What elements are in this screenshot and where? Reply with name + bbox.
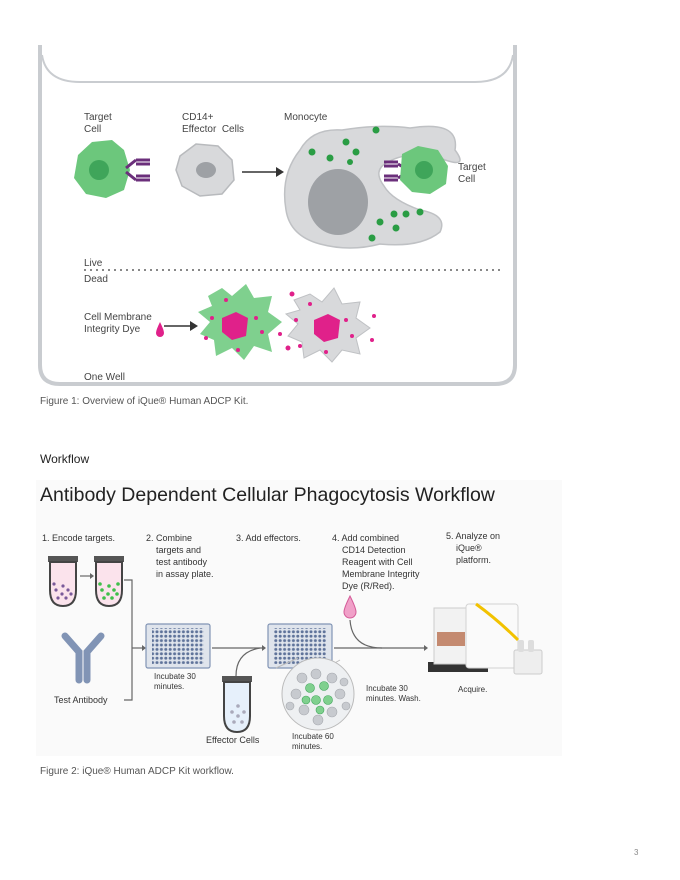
label-target-cell-right: Target Cell: [458, 162, 486, 185]
label-target-cell: Target Cell: [84, 112, 112, 135]
figure1: Target Cell CD14+ Effector Cells Monocyt…: [0, 0, 680, 420]
label-one-well: One Well: [84, 372, 125, 383]
note-incubate-60: Incubate 60 minutes.: [292, 732, 334, 751]
label-live: Live: [84, 258, 103, 269]
reagent-drop-icon: [343, 594, 357, 619]
figure2: Antibody Dependent Cellular Phagocytosis…: [36, 480, 562, 756]
label-effector-cells: CD14+ Effector Cells: [182, 112, 245, 135]
label-dead: Dead: [84, 274, 108, 285]
figure1-diagram: [38, 45, 517, 386]
well-outline: [38, 45, 517, 386]
well-zoom-circle: [275, 657, 355, 731]
arrow-to-instrument: [334, 645, 428, 651]
arrow-to-plate2: [212, 645, 266, 651]
arrow-to-dead-cell: [164, 321, 198, 331]
step-1: 1. Encode targets.: [42, 533, 116, 543]
step-4: 4. Add combined CD14 Detection Reagent w…: [332, 533, 420, 591]
step-5: 5. Analyze on iQue® platform.: [446, 531, 501, 565]
label-dye: Cell Membrane Integrity Dye: [84, 312, 152, 335]
step-3: 3. Add effectors.: [236, 533, 301, 543]
figure2-diagram: [48, 556, 543, 734]
figure2-caption: Figure 2: iQue® Human ADCP Kit workflow.: [40, 766, 234, 777]
figure1-caption: Figure 1: Overview of iQue® Human ADCP K…: [40, 396, 249, 407]
dead-cell-gray: [284, 287, 371, 363]
monocyte-green-dots: [308, 126, 424, 242]
tube-green: [94, 556, 124, 608]
page-number: 3: [634, 848, 639, 857]
effector-tube: [222, 676, 252, 734]
effector-cell: [175, 143, 235, 197]
dead-cell-green: [198, 284, 282, 360]
note-effector-cells: Effector Cells: [206, 735, 260, 745]
target-cell-left: [74, 140, 130, 198]
note-test-antibody: Test Antibody: [54, 695, 108, 705]
dye-drop-icon: [156, 322, 164, 337]
well-meniscus: [41, 54, 514, 83]
assay-plate-1: [145, 623, 211, 669]
label-monocyte: Monocyte: [284, 112, 328, 123]
arrow-to-plate1: [132, 645, 146, 651]
bracket-connector: [124, 579, 133, 701]
reagent-curve: [349, 619, 383, 649]
ique-instrument: [428, 602, 543, 675]
effector-curve: [235, 647, 261, 677]
note-incubate-30-wash: Incubate 30 minutes. Wash.: [366, 684, 421, 703]
tube-purple: [48, 556, 78, 608]
note-incubate-30: Incubate 30 minutes.: [154, 672, 196, 691]
dye-dots: [204, 291, 376, 354]
arrow-tube-to-tube: [80, 573, 94, 579]
section-heading: Workflow: [40, 452, 90, 466]
note-acquire: Acquire.: [458, 685, 488, 694]
antibody-left: [125, 158, 150, 182]
target-cell-right: [400, 146, 448, 194]
figure2-title: Antibody Dependent Cellular Phagocytosis…: [40, 484, 495, 506]
step-2: 2. Combine targets and test antibody in …: [146, 533, 214, 579]
test-antibody-icon: [61, 632, 105, 684]
arrow-to-monocyte: [242, 167, 284, 177]
